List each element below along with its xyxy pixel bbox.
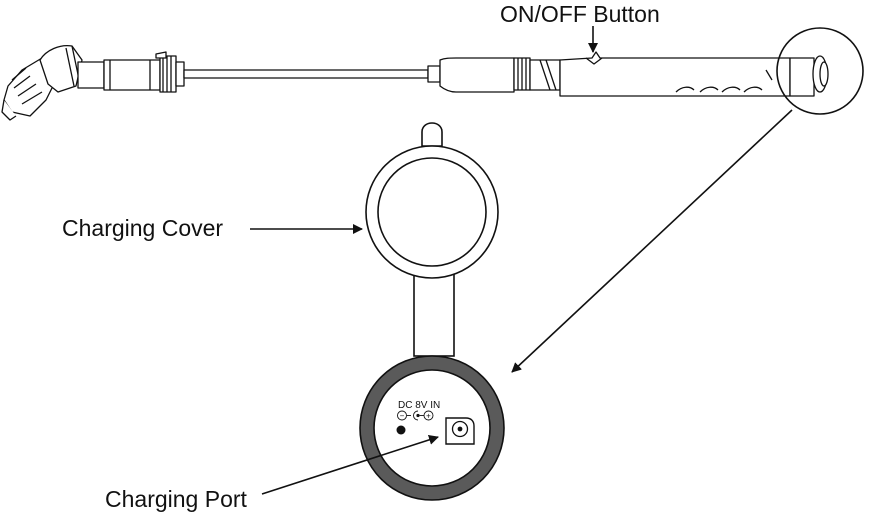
- detail-arrow: [512, 110, 792, 372]
- nozzle-connector: [78, 52, 184, 92]
- charging-cover[interactable]: [366, 146, 498, 278]
- charging-port-label: Charging Port: [105, 488, 247, 511]
- port-marking-label: DC 8V IN: [398, 400, 440, 411]
- svg-text:−: −: [400, 412, 405, 421]
- svg-text:+: +: [426, 412, 431, 421]
- charging-cover-label: Charging Cover: [62, 217, 223, 240]
- port-housing: [360, 356, 504, 500]
- cover-tab: [422, 123, 442, 146]
- on-off-button-label: ON/OFF Button: [500, 3, 660, 26]
- wand-shaft: [184, 70, 428, 78]
- handle-end-cap: [790, 56, 828, 96]
- spray-nozzle: [2, 46, 82, 120]
- charging-unit: DC 8V IN − +: [360, 123, 504, 500]
- watering-wand: [2, 28, 863, 120]
- dc-jack-icon[interactable]: [446, 418, 474, 444]
- cover-strap: [414, 266, 454, 356]
- wand-handle: [428, 52, 790, 96]
- indicator-dot: [397, 426, 406, 435]
